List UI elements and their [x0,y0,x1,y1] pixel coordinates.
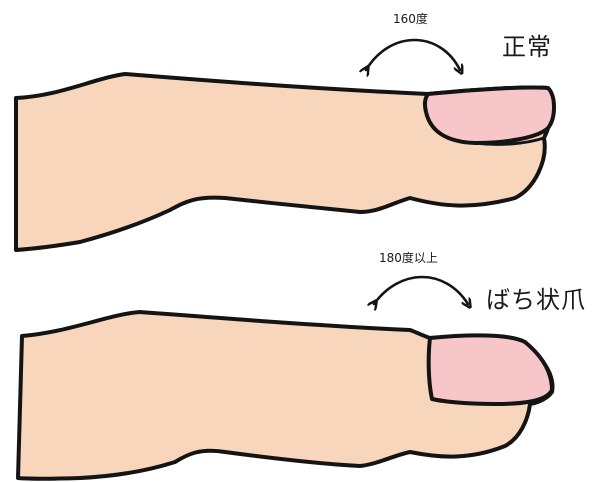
clubbed-heading: ばち状爪 [486,280,586,315]
curved-double-arrow-icon [366,40,460,70]
normal-nail [425,87,554,143]
curved-double-arrow-icon [374,277,468,304]
normal-heading: 正常 [502,27,552,62]
clubbed-angle-label: 180度以上 [379,249,438,266]
clubbed-nail [429,335,552,404]
normal-angle-label: 160度 [393,10,428,27]
clubbed-finger [18,277,553,479]
normal-finger [16,40,554,250]
